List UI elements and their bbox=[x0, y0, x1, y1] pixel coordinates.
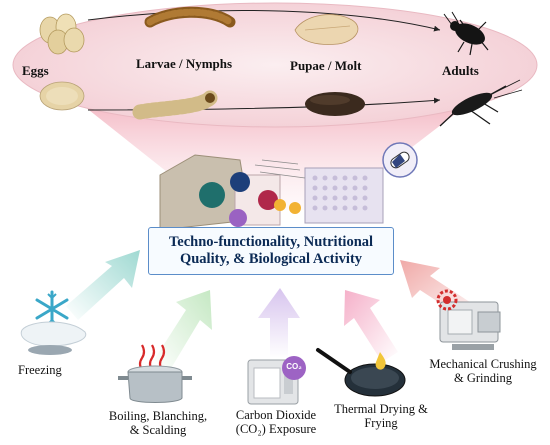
mealworm-larva-icon bbox=[144, 6, 236, 28]
food-matrix-illustration bbox=[159, 154, 384, 231]
beetle-icon bbox=[443, 11, 489, 56]
method-label-co2-line1: Carbon Dioxide bbox=[235, 408, 317, 422]
outcome-line-2: Quality, & Biological Activity bbox=[179, 251, 363, 267]
arrow-freezing bbox=[66, 250, 140, 320]
snowflake-icon bbox=[35, 290, 69, 328]
co2-badge-label: CO₂ bbox=[286, 362, 302, 371]
method-label-mechanical-line2: & Grinding bbox=[454, 371, 512, 386]
cricket-icon bbox=[439, 79, 523, 127]
method-label-boiling-line1: Boiling, Blanching, bbox=[108, 409, 208, 423]
gear-icon bbox=[436, 289, 458, 311]
lifecycle-ellipse bbox=[12, 2, 538, 128]
arrow-thermal bbox=[344, 290, 398, 362]
outcome-box: Techno-functionality, Nutritional Qualit… bbox=[148, 227, 394, 275]
eggs-icon bbox=[39, 13, 85, 55]
larva-icon bbox=[132, 90, 218, 120]
stage-label-adults: Adults bbox=[442, 63, 479, 78]
method-label-thermal: Thermal Drying & Frying bbox=[326, 402, 436, 431]
stage-label-larvae: Larvae / Nymphs bbox=[136, 56, 233, 71]
arrow-boiling bbox=[154, 290, 212, 370]
outcome-line-1: Techno-functionality, Nutritional bbox=[168, 233, 374, 250]
funnel-beam bbox=[70, 95, 480, 210]
lifecycle-arrow-top bbox=[87, 10, 441, 32]
method-label-mechanical: Mechanical Crushing & Grinding bbox=[422, 357, 544, 386]
co2-chamber-icon bbox=[247, 356, 306, 405]
method-label-freezing: Freezing bbox=[18, 363, 62, 377]
method-label-boiling: Boiling, Blanching, & Scalding bbox=[98, 409, 218, 438]
method-label-thermal-line2: Frying bbox=[364, 416, 398, 431]
method-label-co2: Carbon Dioxide (CO₂) Exposure bbox=[222, 408, 330, 437]
method-label-thermal-line1: Thermal Drying & bbox=[334, 402, 428, 416]
grinder-machine-icon bbox=[439, 301, 501, 350]
method-label-boiling-line2: & Scalding bbox=[129, 423, 187, 438]
ice-bowl-icon bbox=[20, 321, 87, 355]
capsule-icon bbox=[382, 142, 418, 178]
method-label-co2-line2: (CO₂) Exposure bbox=[235, 422, 317, 437]
egg-mass-icon bbox=[39, 81, 85, 111]
stage-label-pupae: Pupae / Molt bbox=[290, 58, 362, 73]
dark-pupa-icon bbox=[305, 92, 365, 116]
stage-label-eggs: Eggs bbox=[22, 63, 49, 78]
frying-pan-icon bbox=[316, 348, 406, 397]
boiling-pot-icon bbox=[118, 344, 192, 403]
method-label-mechanical-line1: Mechanical Crushing bbox=[429, 357, 537, 371]
arrow-co2 bbox=[258, 288, 300, 358]
pupa-icon bbox=[294, 14, 359, 45]
